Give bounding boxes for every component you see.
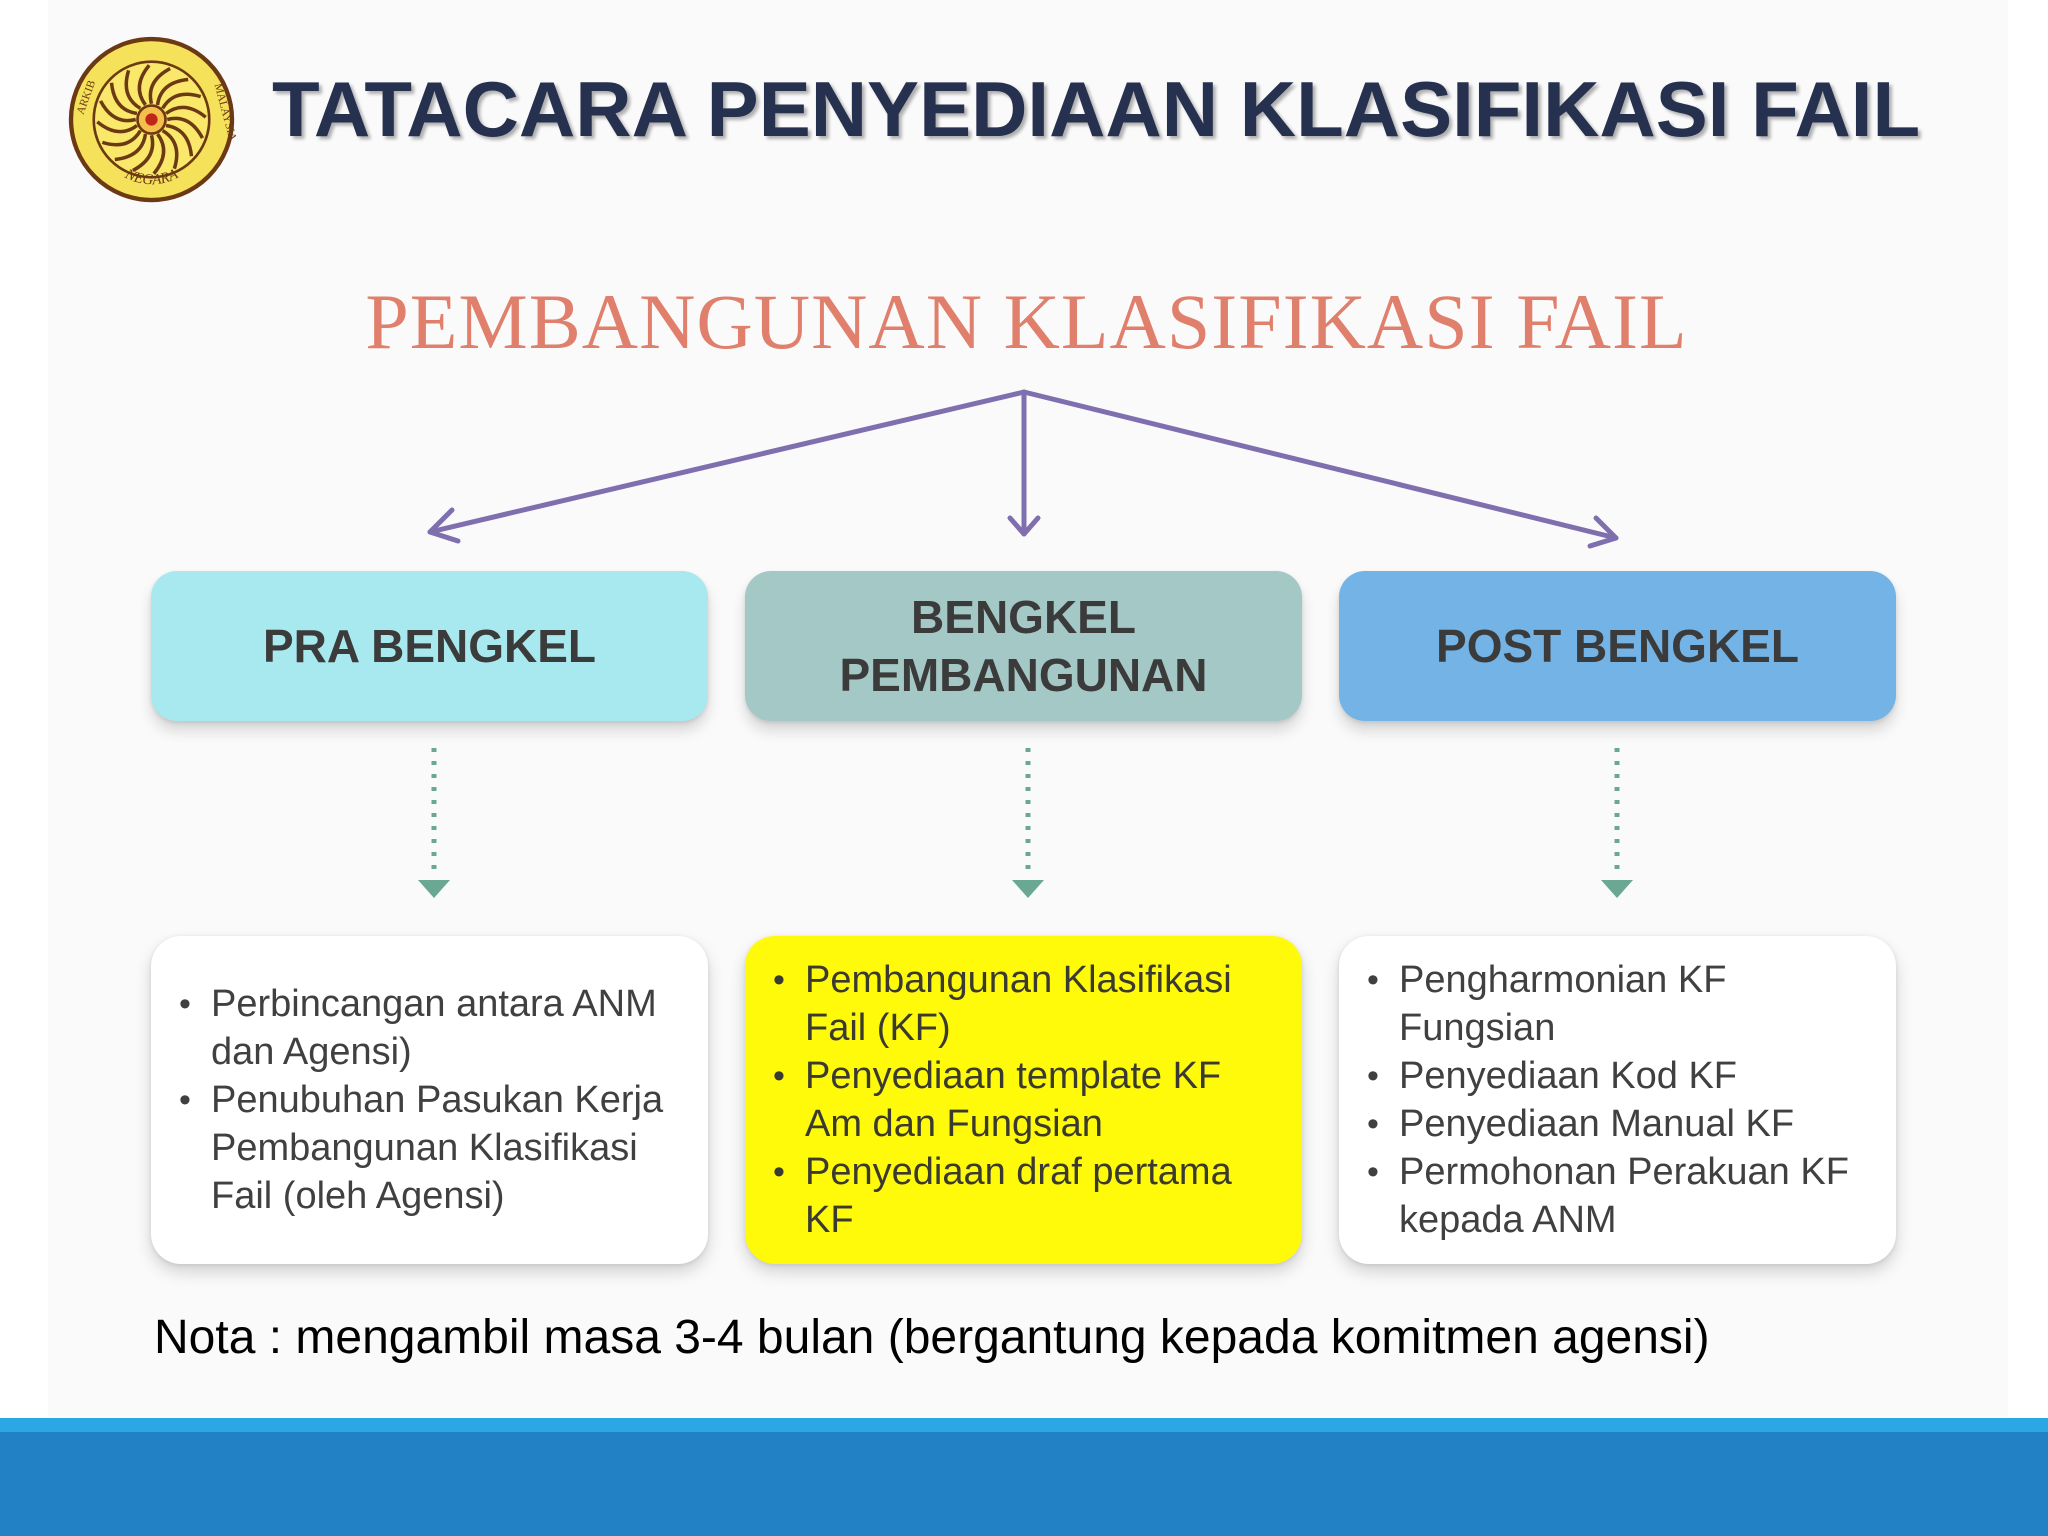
bullet-list: Pengharmonian KF Fungsian Penyediaan Kod… bbox=[1365, 956, 1874, 1244]
bullet-list: Pembangunan Klasifikasi Fail (KF) Penyed… bbox=[771, 956, 1280, 1244]
list-item: Penyediaan Manual KF bbox=[1365, 1100, 1874, 1148]
logo-ray bbox=[164, 105, 207, 119]
note-text: Nota : mengambil masa 3-4 bulan (bergant… bbox=[154, 1311, 1710, 1364]
logo-ray bbox=[166, 116, 205, 139]
logo-ray bbox=[109, 82, 138, 116]
list-item: Penubuhan Pasukan Kerja Pembangunan Klas… bbox=[177, 1076, 686, 1220]
logo-ray bbox=[161, 129, 179, 170]
footer-accent-line bbox=[0, 1418, 2048, 1432]
logo-ray bbox=[101, 129, 142, 147]
logo-ray bbox=[155, 77, 189, 106]
logo-ray bbox=[132, 134, 155, 173]
logo-ray bbox=[98, 100, 137, 123]
detail-bengkel-pembangunan: Pembangunan Klasifikasi Fail (KF) Penyed… bbox=[745, 936, 1302, 1264]
list-item: Perbincangan antara ANM dan Agensi) bbox=[177, 980, 686, 1076]
arkib-negara-logo: NEGARA ARKIB MALAYSIA bbox=[64, 32, 239, 207]
logo-ray bbox=[165, 123, 194, 157]
list-item: Permohonan Perakuan KF kepada ANM bbox=[1365, 1148, 1874, 1244]
list-item: Penyediaan Kod KF bbox=[1365, 1052, 1874, 1100]
stage-pra-bengkel: PRA BENGKEL bbox=[151, 571, 708, 721]
logo-ray bbox=[96, 120, 139, 134]
logo-ray bbox=[124, 69, 142, 110]
logo-ray bbox=[161, 92, 202, 110]
detail-pra-bengkel: Perbincangan antara ANM dan Agensi) Penu… bbox=[151, 936, 708, 1264]
diagram-title: PEMBANGUNAN KLASIFIKASI FAIL bbox=[365, 278, 1688, 365]
logo-ray bbox=[114, 133, 148, 162]
list-item: Penyediaan template KF Am dan Fungsian bbox=[771, 1052, 1280, 1148]
list-item: Pengharmonian KF Fungsian bbox=[1365, 956, 1874, 1052]
page-title: TATACARA PENYEDIAAN KLASIFIKASI FAIL bbox=[272, 65, 1921, 153]
logo-ray bbox=[148, 66, 171, 105]
logo-ray bbox=[137, 64, 151, 107]
detail-post-bengkel: Pengharmonian KF Fungsian Penyediaan Kod… bbox=[1339, 936, 1896, 1264]
logo-ray bbox=[152, 132, 166, 175]
stage-post-bengkel: POST BENGKEL bbox=[1339, 571, 1896, 721]
bullet-list: Perbincangan antara ANM dan Agensi) Penu… bbox=[177, 980, 686, 1220]
list-item: Pembangunan Klasifikasi Fail (KF) bbox=[771, 956, 1280, 1052]
stage-bengkel-pembangunan: BENGKEL PEMBANGUNAN bbox=[745, 571, 1302, 721]
svg-text:NEGARA: NEGARA bbox=[122, 166, 182, 189]
list-item: Penyediaan draf pertama KF bbox=[771, 1148, 1280, 1244]
footer-bar bbox=[0, 1432, 2048, 1536]
